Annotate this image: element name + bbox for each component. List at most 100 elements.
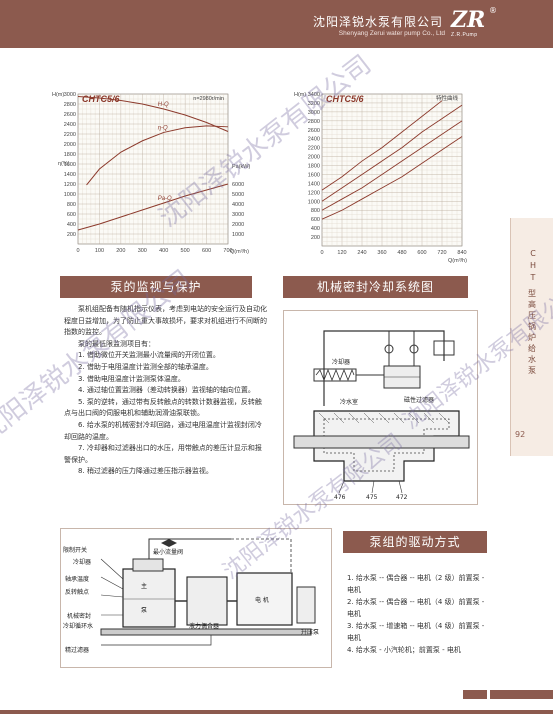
logo-brand: Z.R.Pump [451,32,478,38]
system-diagram-svg [100,538,316,646]
label-hydraulic-coupling: 液力偶合器 [189,623,220,630]
pa-tick-label: 6000 [232,182,244,188]
pa-tick-label: 1000 [232,232,244,238]
series-line-Pa-Q [77,183,229,231]
series-line-n1 [321,136,463,220]
series-sidebar: C H T 型高压锅炉给水泵 [510,218,553,456]
y-tick-label: 2800 [308,119,320,125]
label-cooling-loop: 冷却循环水 [63,623,94,630]
y-tick-label: 2000 [64,142,76,148]
company-name-en: Shenyang Zerui water pump Co., Ltd [338,30,445,37]
x-tick-label: 600 [417,250,426,256]
series-letter: T [530,273,536,282]
y-tick-label: 2400 [308,137,320,143]
label-min-flow-valve: 最小流量阀 [153,549,184,556]
series-line-η-Q [86,125,229,186]
vertical-char: 高 [528,300,536,309]
company-logo: ZR Z.R.Pump ® [451,6,497,44]
series-line-n3 [321,104,463,202]
y-tick-label: 3000 [308,110,320,116]
y-tick-label: 2000 [308,155,320,161]
y-tick-label: 2400 [64,122,76,128]
drive-item: 3. 给水泵 -- 增速箱 -- 电机（4 级）前置泵 - 电机 [347,622,485,642]
series-letter: C [530,249,536,258]
logo-mark: ZR [451,7,486,33]
vertical-char: 泵 [528,366,536,375]
section-title-seal-cooling: 机械密封冷却系统图 [283,276,468,298]
pa-tick-label: 4000 [232,202,244,208]
vertical-char: 给 [528,344,536,353]
section-title-monitoring: 泵的监视与保护 [60,276,252,298]
chart-subtitle: n=2980r/min [193,96,224,102]
y-tick-label: 1200 [308,190,320,196]
label-pump: 泵 [141,607,148,614]
label-magnetic-filter: 磁性过滤器 [404,397,435,404]
seal-diagram-svg [293,330,470,494]
x-tick-label: 480 [397,250,406,256]
y-tick-label: 600 [67,212,76,218]
vertical-char: 压 [528,311,536,320]
label-booster-pump: 升压泵 [301,629,320,636]
series-line-H-Q [77,96,229,132]
company-name-cn: 沈阳泽锐水泵有限公司 [312,15,443,29]
y-tick-label: 400 [311,226,320,232]
footer-accent [490,690,553,699]
chart-subtitle: 特性曲线 [436,94,459,102]
section-title-drive: 泵组的驱动方式 [343,531,487,553]
footer-accent [463,690,487,699]
y-tick-label: 1800 [64,152,76,158]
y-tick-label: 1800 [308,164,320,170]
label-mech-seal: 机械密封 [67,613,92,620]
y-tick-label: 2200 [308,146,320,152]
y-tick-label: 3400 [308,92,320,98]
y-tick-label: 3000 [64,92,76,98]
label-cooler: 冷却器 [73,559,92,566]
y-tick-label: 1000 [308,199,320,205]
y-tick-label: 2600 [308,128,320,134]
series-label: H-Q [158,102,169,108]
y-axis-label: H(m) [294,92,306,98]
x-tick-label: 360 [377,250,386,256]
x-tick-label: 840 [457,250,466,256]
paragraph: 3. 借助电阻温度计监测泵体温度。 [78,374,185,383]
drive-item: 2. 给水泵 -- 偶合器 -- 电机（4 级）前置泵 - 电机 [347,598,485,618]
x-tick-label: 0 [320,250,323,256]
drive-item: 1. 给水泵 -- 偶合器 -- 电机（2 级）前置泵 - 电机 [347,574,485,594]
seal-cooling-diagram: 冷却器 磁性过滤器 冷水室 476 475 472 [283,310,478,505]
x-tick-label: 200 [116,248,125,254]
x-tick-label: 720 [437,250,446,256]
label-bearing-temp: 轴承温度 [65,576,90,583]
paragraph: 泵机组配备有随机指示仪表，考虑到电站的安全运行及自动化程度日益增加，为了防止重大… [64,305,267,337]
eta-axis-label: η(%) [58,161,70,167]
vertical-char: 型 [528,289,536,298]
y-tick-label: 800 [67,202,76,208]
x-axis-label: Q(m³/h) [448,258,467,264]
y-tick-label: 1600 [64,162,76,168]
chart-title: CHTC5/6 [326,94,365,104]
drive-text: 1. 给水泵 -- 偶合器 -- 电机（2 级）前置泵 - 电机 2. 给水泵 … [347,572,493,656]
y-tick-label: 3200 [308,101,320,107]
label-part-476: 476 [334,494,346,501]
series-line-n2 [321,120,463,211]
x-tick-label: 120 [337,250,346,256]
y-tick-label: 1600 [308,172,320,178]
vertical-char: 锅 [528,322,536,331]
label-limit-switch: 限制开关 [63,547,88,554]
series-label: Pa-Q [158,196,172,202]
y-tick-label: 600 [311,217,320,223]
pa-axis-label: Pa(kW) [232,164,251,170]
y-tick-label: 200 [67,232,76,238]
series-line-n4 [321,100,443,191]
label-reverse-contact: 反转触点 [65,589,90,596]
label-cooler: 冷却器 [332,359,351,366]
paragraph: 2. 借助于电阻温度计监测全部的轴承温度。 [78,362,213,371]
label-main: 主 [141,583,148,590]
label-cooling-chamber: 冷水室 [340,399,359,406]
y-tick-label: 1400 [64,172,76,178]
header-band: 沈阳泽锐水泵有限公司 Shenyang Zerui water pump Co.… [0,0,553,48]
paragraph: 泵的最低限监测项目有： [78,339,155,348]
y-tick-label: 2600 [64,112,76,118]
monitoring-text: 泵机组配备有随机指示仪表，考虑到电站的安全运行及自动化程度日益增加，为了防止重大… [64,304,268,478]
